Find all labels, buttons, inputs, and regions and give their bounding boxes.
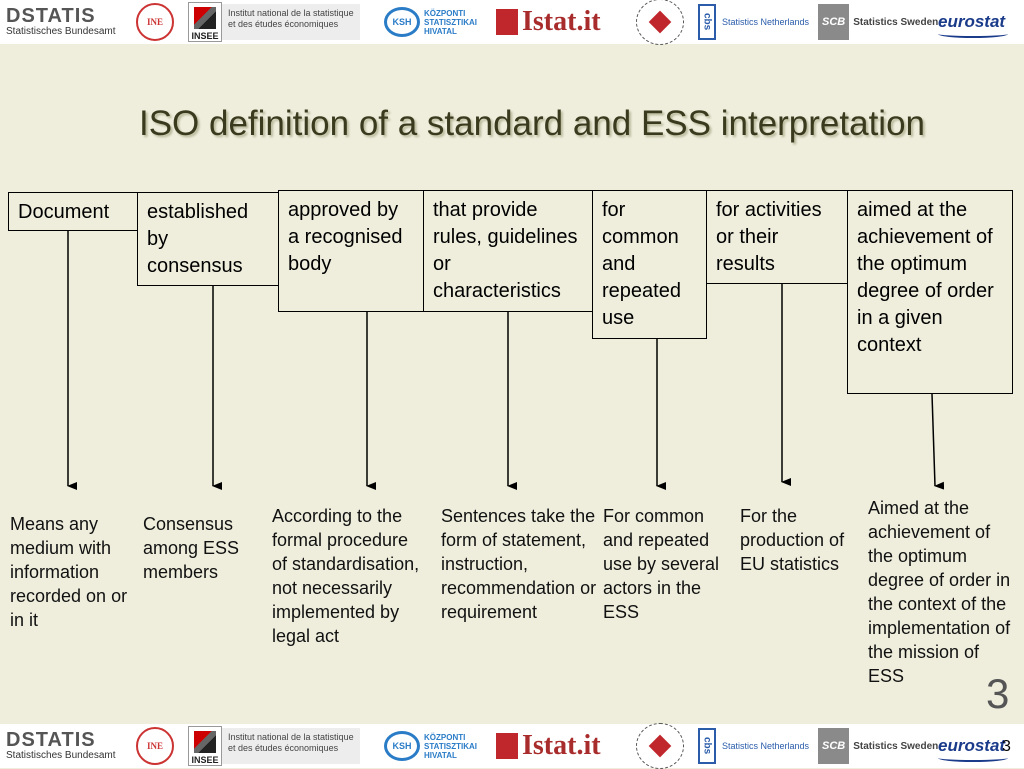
arrow-7: [931, 393, 945, 490]
istat-mark-icon: [496, 9, 518, 35]
definition-box-consensus: established by consensus: [137, 192, 279, 286]
slide-title: ISO definition of a standard and ESS int…: [138, 104, 926, 143]
destatis-wordmark-bottom: DSTATIS: [6, 729, 96, 751]
definition-box-optimum-order: aimed at the achievement of the optimum …: [847, 190, 1013, 394]
ksh-mark-bottom: KSH: [392, 741, 412, 751]
cbs-logo: cbs Statistics Netherlands: [698, 0, 809, 44]
cbs-logo-bottom: cbs Statistics Netherlands: [698, 724, 809, 768]
interpretation-document: Means any medium with information record…: [10, 514, 128, 630]
ine-mark-bottom: INE: [146, 741, 163, 751]
insee-name-bottom: INSEE: [191, 755, 219, 765]
scb-name-bottom: Statistics Sweden: [853, 740, 939, 752]
destatis-wordmark: DSTATIS: [6, 5, 96, 27]
interpretation-recognised-body: According to the formal procedure of sta…: [272, 506, 420, 646]
definition-box-common-use: for common and repeated use: [592, 190, 707, 339]
eurostat-wordmark-bottom: eurostat: [938, 736, 1006, 755]
insee-fullname-line-1: Institut national de la statistique: [228, 8, 354, 18]
istat-mark-icon-bottom: [496, 733, 518, 759]
ksh-line-1-bottom: KÖZPONTI: [424, 732, 466, 742]
latvia-logo: [636, 0, 684, 45]
ine-seal-icon-bottom: INE: [136, 727, 174, 765]
scb-mark-icon: SCB: [818, 4, 850, 40]
interpretation-consensus: Consensus among ESS members: [143, 514, 240, 582]
cbs-mark-icon: cbs: [698, 4, 716, 40]
ksh-logo: KSH KÖZPONTI STATISZTIKAI HIVATAL: [384, 0, 477, 44]
latvia-seal-icon: [636, 0, 684, 45]
eurostat-logo-bottom: eurostat: [938, 724, 1008, 768]
ine-logo: INE: [136, 0, 174, 44]
ksh-line-3: HIVATAL: [424, 26, 457, 36]
ksh-fullname-bottom: KÖZPONTI STATISZTIKAI HIVATAL: [424, 733, 477, 760]
page-number-small: 3: [1002, 738, 1011, 755]
scb-name: Statistics Sweden: [853, 16, 939, 28]
interpretation-rules: Sentences take the form of statement, in…: [441, 506, 597, 622]
ine-mark: INE: [146, 17, 163, 27]
eurostat-logo: eurostat: [938, 0, 1008, 44]
cbs-mark-icon-bottom: cbs: [698, 728, 716, 764]
scb-logo-bottom: SCB Statistics Sweden: [818, 724, 938, 768]
ksh-line-1: KÖZPONTI: [424, 8, 466, 18]
latvia-seal-icon-bottom: [636, 723, 684, 769]
insee-fullname-line-2-bottom: et des études économiques: [228, 743, 339, 753]
destatis-logo-bottom: DSTATIS Statistisches Bundesamt: [6, 724, 116, 768]
definition-box-rules: that provide rules, guidelines or charac…: [423, 190, 593, 312]
insee-logo: INSEE Institut national de la statistiqu…: [188, 0, 360, 44]
ksh-line-2: STATISZTIKAI: [424, 17, 478, 27]
cbs-name: Statistics Netherlands: [722, 17, 810, 27]
destatis-subtitle-bottom: Statistisches Bundesamt: [6, 750, 116, 761]
scb-mark-icon-bottom: SCB: [818, 728, 850, 764]
ine-seal-icon: INE: [136, 3, 174, 41]
istat-wordmark: Istat.it: [522, 6, 601, 37]
interpretation-activities: For the production of EU statistics: [740, 506, 845, 574]
insee-fullname-line-2: et des études économiques: [228, 19, 339, 29]
ksh-logo-bottom: KSH KÖZPONTI STATISZTIKAI HIVATAL: [384, 724, 477, 768]
ksh-mark-icon: KSH: [384, 7, 420, 37]
insee-name: INSEE: [191, 31, 219, 41]
istat-wordmark-bottom: Istat.it: [522, 730, 601, 761]
scb-logo: SCB Statistics Sweden: [818, 0, 938, 44]
insee-fullname-bottom: Institut national de la statistique et d…: [222, 728, 360, 764]
ksh-mark-icon-bottom: KSH: [384, 731, 420, 761]
page-number: 3: [986, 670, 1010, 717]
logo-bar-bottom: DSTATIS Statistisches Bundesamt INE INSE…: [0, 723, 1024, 769]
ksh-line-3-bottom: HIVATAL: [424, 750, 457, 760]
ine-logo-bottom: INE: [136, 724, 174, 768]
definition-box-document: Document: [8, 192, 138, 231]
insee-fullname: Institut national de la statistique et d…: [222, 4, 360, 40]
latvia-logo-bottom: [636, 723, 684, 769]
interpretation-optimum-order: Aimed at the achievement of the optimum …: [868, 498, 1011, 686]
insee-mark-icon-bottom: INSEE: [188, 726, 222, 766]
ksh-fullname: KÖZPONTI STATISZTIKAI HIVATAL: [424, 9, 477, 36]
cbs-name-bottom: Statistics Netherlands: [722, 741, 810, 751]
logo-bar-top: DSTATIS Statistisches Bundesamt INE INSE…: [0, 0, 1024, 45]
scb-mark-bottom: SCB: [822, 740, 846, 752]
definition-box-recognised-body: approved by a recognised body: [278, 190, 424, 312]
definition-box-activities: for activities or their results: [706, 190, 848, 284]
destatis-subtitle: Statistisches Bundesamt: [6, 26, 116, 37]
insee-mark-icon: INSEE: [188, 2, 222, 42]
interpretation-common-use: For common and repeated use by several a…: [603, 506, 720, 622]
scb-mark: SCB: [822, 16, 846, 28]
istat-logo: Istat.it: [496, 0, 601, 44]
istat-logo-bottom: Istat.it: [496, 724, 601, 768]
insee-fullname-line-1-bottom: Institut national de la statistique: [228, 732, 354, 742]
ksh-mark: KSH: [392, 17, 412, 27]
ksh-line-2-bottom: STATISZTIKAI: [424, 741, 478, 751]
eurostat-wordmark: eurostat: [938, 12, 1006, 31]
insee-logo-bottom: INSEE Institut national de la statistiqu…: [188, 724, 360, 768]
destatis-logo: DSTATIS Statistisches Bundesamt: [6, 0, 116, 44]
